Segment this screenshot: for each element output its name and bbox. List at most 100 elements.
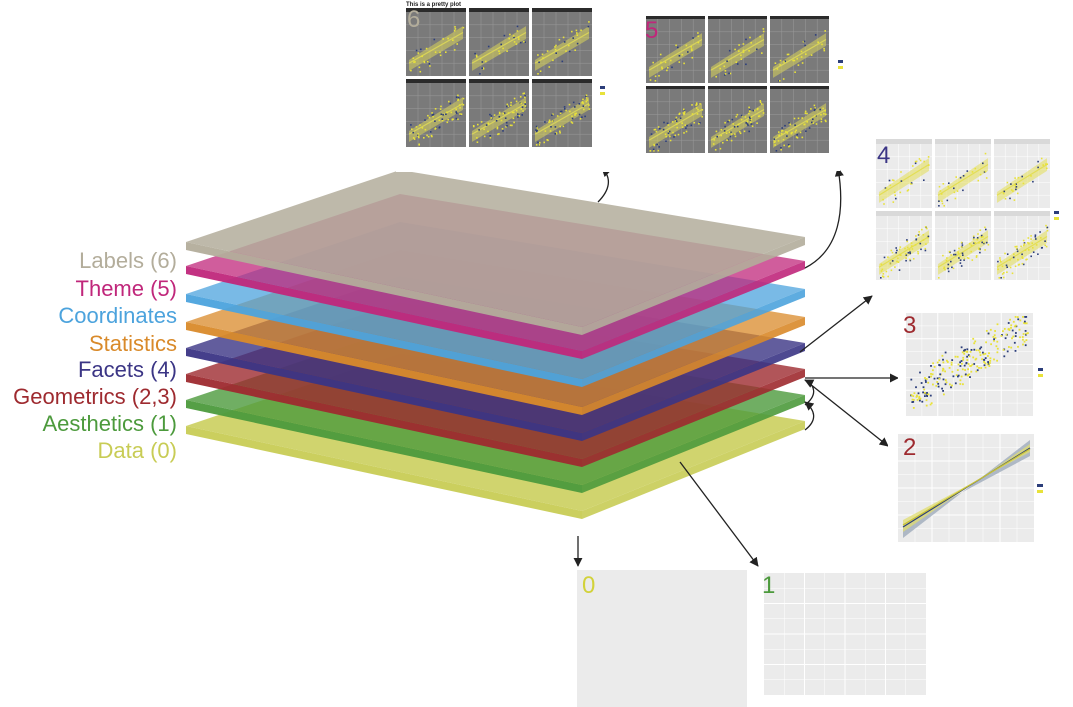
scatter-point (959, 379, 962, 382)
facet-point (1000, 277, 1002, 279)
facet-point (551, 114, 553, 116)
facet-point (493, 114, 496, 116)
scatter-point (1024, 344, 1027, 347)
scatter-point (1024, 322, 1026, 325)
facet-point (554, 133, 557, 135)
facet-point (817, 41, 819, 44)
facet-point (729, 135, 732, 138)
facet-point (508, 37, 510, 40)
facet-point (588, 21, 590, 23)
layer-label-aesthetics: Aesthetics (1) (43, 411, 178, 436)
scatter-point (980, 367, 983, 369)
facet-point (910, 182, 913, 184)
scatter-point (919, 397, 922, 400)
layer-label-statistics: Statistics (89, 331, 177, 356)
facet-point (896, 260, 898, 263)
panel-6-number: 6 (407, 6, 420, 33)
facet-point (788, 145, 791, 147)
facet-point (976, 238, 979, 241)
scatter-point (919, 399, 921, 402)
panel-6-facets (406, 8, 592, 147)
facet-point (496, 127, 499, 130)
scatter-point (996, 359, 998, 362)
facet-point (524, 96, 526, 99)
facet-point (806, 112, 808, 115)
facet-point (805, 53, 807, 55)
facet-point (451, 118, 454, 120)
facet-point (997, 268, 999, 271)
scatter-point (951, 359, 954, 361)
facet-point (1025, 258, 1027, 261)
facet-point (554, 46, 556, 48)
panel-3-legend-key-2 (1038, 374, 1043, 377)
facet-point (970, 250, 972, 253)
facet-point (1044, 240, 1046, 242)
layer-label-facets: Facets (4) (78, 357, 177, 382)
facet-strip (935, 211, 991, 216)
scatter-point (942, 361, 945, 364)
layer-coordinates-edge-front (186, 294, 582, 387)
facet-point (667, 131, 670, 133)
facet-point (562, 36, 565, 39)
scatter-point (964, 348, 966, 351)
facet-strip (469, 8, 529, 12)
scatter-point (989, 328, 992, 331)
facet-point (691, 49, 693, 52)
scatter-point (974, 340, 977, 343)
facet-point (474, 52, 476, 55)
facet-point (919, 242, 922, 245)
facet-point (753, 109, 756, 112)
facet-point (1024, 249, 1027, 251)
scatter-point (926, 393, 929, 395)
facet-point (912, 165, 914, 167)
facet-point (571, 30, 573, 33)
facet-point (719, 67, 721, 70)
facet-point (803, 40, 806, 43)
facet-point (759, 35, 761, 38)
facet-point (445, 51, 447, 53)
scatter-point (932, 362, 934, 365)
facet-point (551, 120, 554, 122)
facet-point (786, 135, 788, 137)
layer-statistics-edge-right (582, 317, 805, 415)
facet-fit-line (937, 235, 989, 268)
facet-point (506, 105, 508, 108)
facet-fit-line (878, 235, 930, 268)
scatter-point (994, 337, 997, 339)
facet-fit-line (772, 108, 827, 141)
facet-point (756, 48, 758, 51)
facet-fit-line (648, 38, 703, 71)
facet-point (984, 249, 986, 251)
facet-point (881, 275, 884, 277)
facet-point (972, 238, 975, 240)
facet-point (579, 118, 582, 120)
facet-point (497, 133, 499, 136)
facet-point (893, 179, 895, 182)
facet-point (536, 128, 539, 130)
facet-point (539, 70, 542, 72)
facet-point (778, 80, 780, 82)
facet-point (966, 257, 969, 259)
facet-point (681, 126, 684, 128)
panel-1-gridlines (764, 573, 926, 695)
facet-point (917, 234, 920, 236)
facet-point (712, 143, 715, 145)
facet-point (716, 135, 718, 138)
facet-point (737, 123, 740, 126)
scatter-point (975, 370, 978, 373)
facet-point (542, 57, 544, 59)
facet-point (909, 183, 912, 185)
facet-point (548, 119, 551, 122)
layer-data-edge-front (186, 426, 582, 519)
facet-point (502, 47, 504, 50)
facet-point (501, 128, 504, 130)
panel-3: 3 (898, 311, 1043, 424)
facet-point (1009, 266, 1012, 269)
facet-point (413, 138, 416, 140)
facet-point (793, 117, 796, 120)
facet-point (424, 119, 426, 121)
facet-fit-line (710, 108, 765, 141)
facet-point (898, 269, 901, 271)
scatter-point (945, 381, 948, 384)
facet-point (792, 59, 794, 62)
